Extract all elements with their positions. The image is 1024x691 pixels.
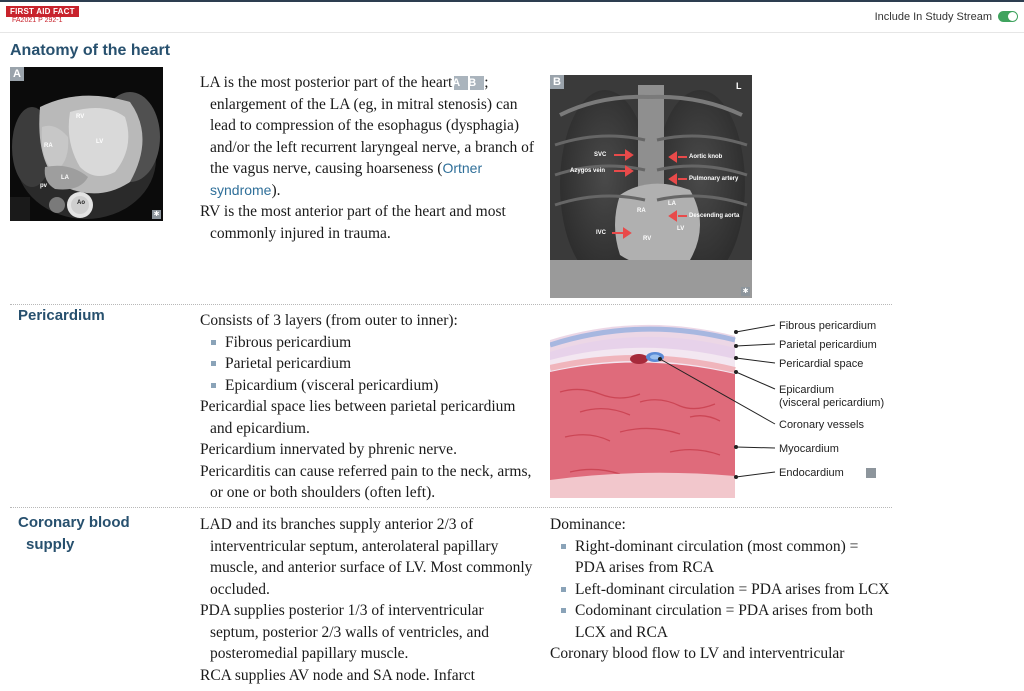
xray-label-lv: LV [677,226,685,232]
xray-label-ivc: IVC [596,230,607,236]
peri-label-visceral: (visceral pericardium) [779,397,884,409]
peri-label-space: Pericardial space [779,358,863,370]
pericardium-space: Pericardial space lies between parietal … [200,398,516,437]
xray-label-aortic-knob: Aortic knob [689,154,723,160]
chest-xray-graphic [550,75,752,298]
ct-label-ao: Ao [77,200,85,206]
study-stream-label: Include In Study Stream [874,11,992,23]
peri-label-endocardium: Endocardium [779,467,844,479]
list-item: Epicardium (visceral pericardium) [200,375,535,397]
ct-label-ra: RA [44,143,53,149]
rca-supply: RCA supplies AV node and SA node. Infarc… [200,666,475,684]
peri-label-coronary: Coronary vessels [779,419,864,431]
pericarditis-pain: Pericarditis can cause referred pain to … [200,462,532,502]
ref-b-button[interactable]: B [468,76,485,90]
ct-label-rv: RV [76,114,85,120]
xray-label-la: LA [668,201,676,207]
page-title: Anatomy of the heart [10,42,171,59]
pericardium-diagram[interactable]: Fibrous pericardium Parietal pericardium… [550,312,890,498]
pericardium-intro: Consists of 3 layers (from outer to inne… [200,312,458,329]
coronary-left-text: LAD and its branches supply anterior 2/3… [200,514,535,686]
image-b-tag: B [550,75,564,89]
xray-corner-label: L [736,81,742,91]
coronary-flow: Coronary blood flow to LV and interventr… [550,645,845,662]
xray-label-ra: RA [637,208,646,214]
peri-label-parietal: Parietal pericardium [779,339,877,351]
pericardium-innervation: Pericardium innervated by phrenic nerve. [200,441,457,458]
ct-label-la: LA [61,175,69,181]
peri-label-myocardium: Myocardium [779,443,839,455]
xray-label-svc: SVC [594,152,607,158]
list-item: Right-dominant circulation (most common)… [550,536,890,579]
list-item: Codominant circulation = PDA arises from… [550,600,890,643]
diagram-info-icon[interactable] [866,468,876,478]
xray-image[interactable]: B L SVC Azygos vein Aortic knob Pulmonar… [550,75,752,298]
ct-image[interactable]: A RV LV RA LA pv Ao ✱ [10,67,163,221]
pericardium-text: Consists of 3 layers (from outer to inne… [200,310,535,504]
anatomy-paragraph-rv: RV is the most anterior part of the hear… [200,203,506,242]
xray-label-azygos: Azygos vein [570,168,606,174]
study-stream-toggle[interactable] [998,11,1018,22]
first-aid-fact-badge: FIRST AID FACT [6,6,79,17]
coronary-right-text: Dominance: Right-dominant circulation (m… [550,514,890,665]
pericardium-label: Pericardium [18,307,105,324]
pda-supply: PDA supplies posterior 1/3 of interventr… [200,602,489,662]
peri-label-epicardium: Epicardium [779,384,834,396]
xray-label-rv: RV [643,236,652,242]
list-item: Parietal pericardium [200,353,535,375]
ct-label-pv: pv [40,183,48,189]
anatomy-text: LA is the most posterior part of the hea… [200,72,535,244]
image-info-icon[interactable]: ✱ [741,287,750,296]
image-info-icon[interactable]: ✱ [152,210,161,219]
ortner-syndrome-link[interactable]: Ortner syndrome [210,160,483,198]
la-text-end: ). [271,181,281,199]
coronary-label-line2: supply [26,536,75,553]
pericardium-layer-list: Fibrous pericardium Parietal pericardium… [200,332,535,397]
anatomy-paragraph-la: LA is the most posterior part of the hea… [200,72,535,201]
xray-label-descending: Descending aorta [689,213,740,219]
dominance-intro: Dominance: [550,516,626,533]
section-divider [10,304,892,305]
coronary-label-line1: Coronary blood [18,514,130,531]
peri-label-fibrous: Fibrous pericardium [779,320,876,332]
section-divider [10,507,892,508]
ref-a-button[interactable]: A [452,76,469,90]
ct-scan-graphic [10,67,163,221]
image-a-tag: A [10,67,24,81]
xray-label-pulmonary: Pulmonary artery [689,176,739,182]
fact-reference: FA2021 P 292-1 [12,17,63,24]
dominance-list: Right-dominant circulation (most common)… [550,536,890,644]
list-item: Fibrous pericardium [200,332,535,354]
coronary-label: Coronary blood supply [18,512,130,556]
ct-label-lv: LV [96,139,104,145]
la-text-cont: ; enlargement of the LA (eg, in mitral s… [210,74,535,177]
top-bar: FIRST AID FACT FA2021 P 292-1 Include In… [0,0,1024,33]
list-item: Left-dominant circulation = PDA arises f… [550,579,890,601]
la-text: LA is the most posterior part of the hea… [200,74,453,91]
lad-supply: LAD and its branches supply anterior 2/3… [200,516,533,598]
